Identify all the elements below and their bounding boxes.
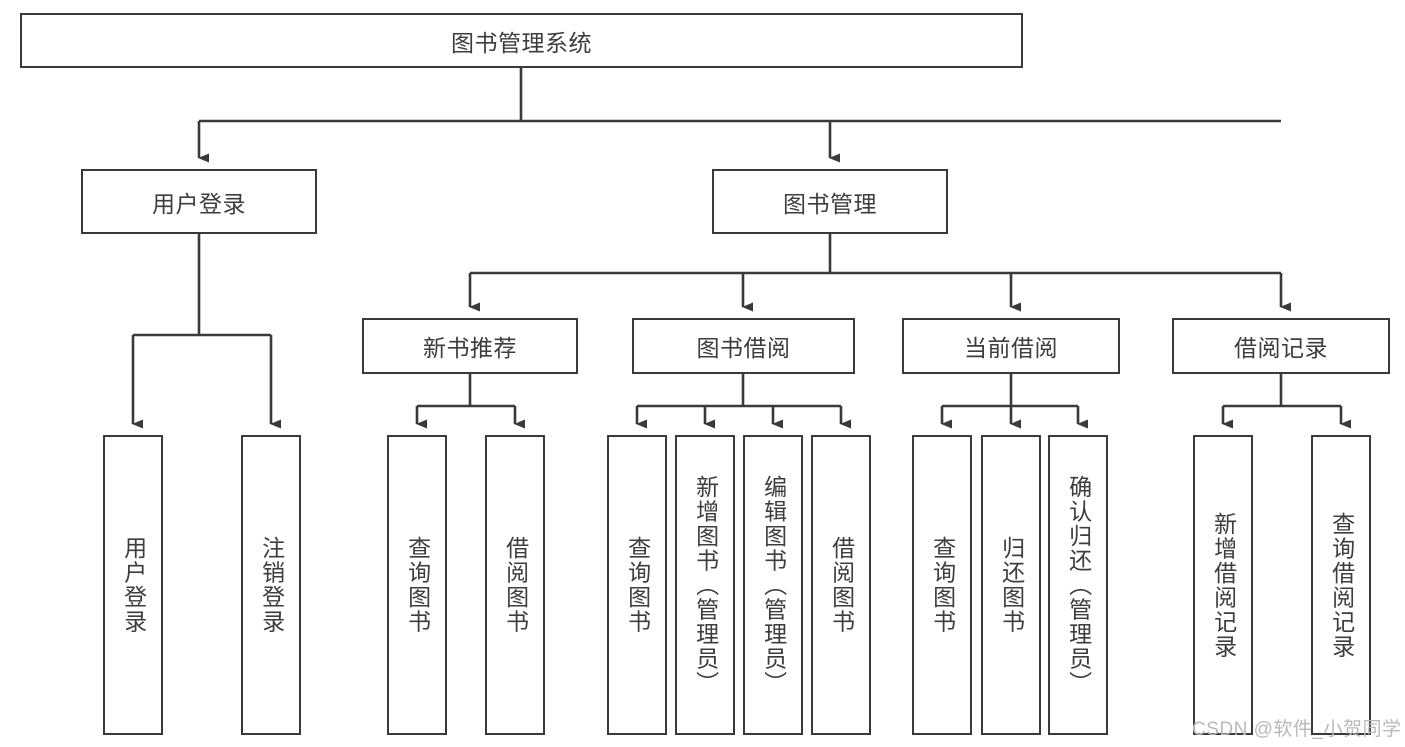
node-user-login[interactable]: 用户登录 xyxy=(81,169,317,234)
node-label: 用户登录 xyxy=(120,536,147,634)
leaf-current-borrow-confirm-return-admin[interactable]: 确认归还（管理员） xyxy=(1048,435,1108,735)
node-root-book-management-system[interactable]: 图书管理系统 xyxy=(20,13,1023,68)
node-borrow-record[interactable]: 借阅记录 xyxy=(1172,318,1390,374)
leaf-current-borrow-query-book[interactable]: 查询图书 xyxy=(912,435,972,735)
leaf-borrow-record-query-record[interactable]: 查询借阅记录 xyxy=(1311,435,1371,735)
node-label: 编辑图书（管理员） xyxy=(760,474,787,696)
node-label: 注销登录 xyxy=(258,536,285,634)
node-label: 用户登录 xyxy=(152,190,246,217)
csdn-watermark: CSDN @软件_小贺同学 xyxy=(1192,719,1402,740)
node-book-borrow[interactable]: 图书借阅 xyxy=(632,318,855,374)
node-label: 查询图书 xyxy=(929,536,956,634)
node-label: 图书管理 xyxy=(783,190,877,217)
node-current-borrow[interactable]: 当前借阅 xyxy=(902,318,1120,374)
leaf-book-borrow-add-book-admin[interactable]: 新增图书（管理员） xyxy=(675,435,735,735)
leaf-book-borrow-query-book[interactable]: 查询图书 xyxy=(607,435,667,735)
node-new-book-recommend[interactable]: 新书推荐 xyxy=(362,318,578,374)
node-label: 查询借阅记录 xyxy=(1328,511,1355,659)
node-label: 新增借阅记录 xyxy=(1210,511,1237,659)
leaf-book-borrow-edit-book-admin[interactable]: 编辑图书（管理员） xyxy=(743,435,803,735)
leaf-new-book-borrow-book[interactable]: 借阅图书 xyxy=(485,435,545,735)
leaf-current-borrow-return-book[interactable]: 归还图书 xyxy=(981,435,1041,735)
node-label: 归还图书 xyxy=(998,536,1025,634)
node-book-management[interactable]: 图书管理 xyxy=(712,169,948,234)
node-label: 当前借阅 xyxy=(964,335,1058,361)
node-label: 借阅图书 xyxy=(828,536,855,634)
node-label: 新增图书（管理员） xyxy=(692,474,719,696)
leaf-borrow-record-add-record[interactable]: 新增借阅记录 xyxy=(1193,435,1253,735)
node-label: 借阅记录 xyxy=(1234,335,1328,361)
node-label: 查询图书 xyxy=(624,536,651,634)
node-label: 查询图书 xyxy=(404,536,431,634)
leaf-user-login-logout[interactable]: 注销登录 xyxy=(241,435,301,735)
node-label: 新书推荐 xyxy=(423,335,517,361)
leaf-user-login-login[interactable]: 用户登录 xyxy=(103,435,163,735)
node-label: 借阅图书 xyxy=(502,536,529,634)
leaf-new-book-query-book[interactable]: 查询图书 xyxy=(387,435,447,735)
node-label: 图书借阅 xyxy=(696,335,791,361)
node-label: 图书管理系统 xyxy=(451,29,592,56)
leaf-book-borrow-borrow-book[interactable]: 借阅图书 xyxy=(811,435,871,735)
node-label: 确认归还（管理员） xyxy=(1065,474,1092,696)
